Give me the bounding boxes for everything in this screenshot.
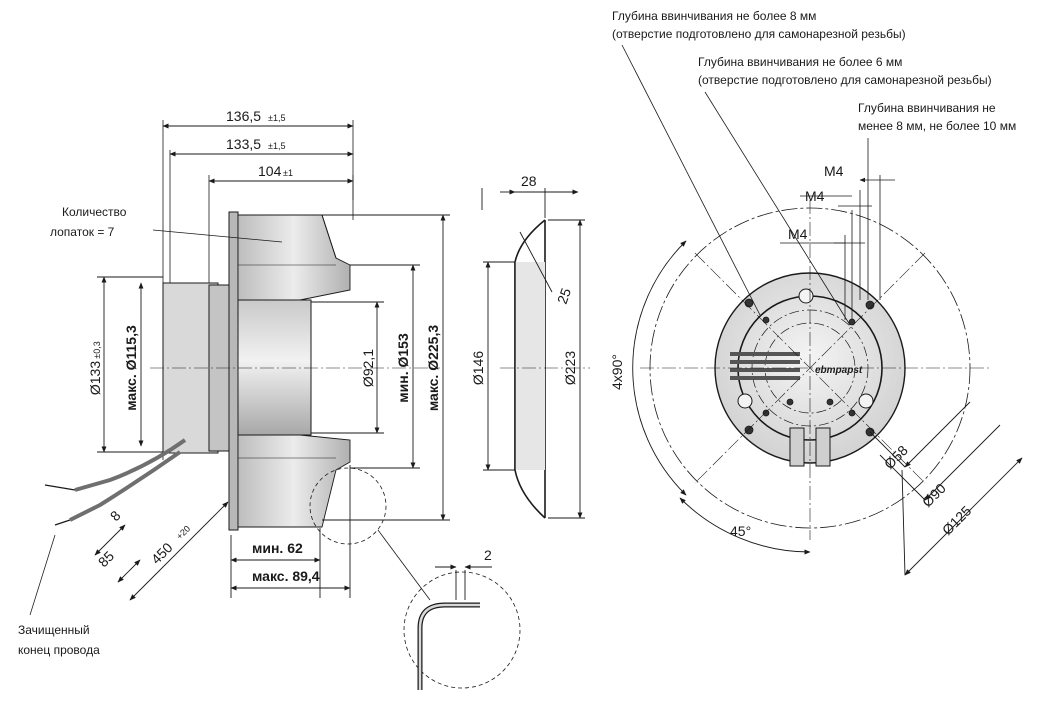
cable-dim-85: 85	[95, 548, 117, 570]
ring-dia-146: Ø146	[470, 351, 486, 385]
dia-125: Ø125	[939, 502, 975, 538]
dim-overall: 136,5	[226, 108, 261, 124]
cable-note-line2: конец провода	[18, 643, 100, 657]
note1-line1: Глубина ввинчивания не более 8 мм	[612, 9, 816, 23]
note1-line2: (отверстие подготовлено для самонарезной…	[612, 27, 906, 41]
front-view: Глубина ввинчивания не более 8 мм (отвер…	[609, 9, 1023, 576]
ring-dia-223: Ø223	[562, 351, 578, 385]
cable-dim-450-tol: +20	[174, 524, 192, 542]
cable-dim-8: 8	[107, 507, 124, 524]
ring-dim-28: 28	[521, 173, 537, 189]
cable	[44, 438, 187, 526]
dia-impeller-max: макс. Ø225,3	[425, 325, 441, 411]
thread-m4-3: M4	[788, 226, 808, 242]
note3-line1: Глубина ввинчивания не	[858, 101, 996, 115]
brand-logo: ebmpapst	[815, 365, 863, 376]
dia-90: Ø90	[919, 480, 949, 510]
thread-m4-2: M4	[805, 188, 825, 204]
dim-impeller: 104	[258, 163, 282, 179]
motor-rotor	[230, 299, 312, 436]
detail-dim-2: 2	[484, 547, 492, 563]
dim-rotor: 133,5	[226, 136, 261, 152]
dia-housing: Ø133	[87, 361, 103, 395]
cable-note-line1: Зачищенный	[18, 623, 90, 637]
side-view: 136,5 ±1,5 133,5 ±1,5 104 ±1	[18, 108, 521, 690]
dim-impeller-tol: ±1	[283, 168, 293, 178]
note2-line2: (отверстие подготовлено для самонарезной…	[698, 73, 992, 87]
dia-inlet-min: мин. Ø153	[395, 333, 411, 403]
dia-hub: Ø92,1	[360, 349, 376, 387]
detail-view-circle	[403, 571, 521, 689]
cable-dim-450: 450	[148, 539, 176, 567]
dia-flange: макс. Ø115,3	[123, 325, 139, 411]
ring-dim-25: 25	[554, 286, 574, 306]
dim-max89: макс. 89,4	[252, 568, 320, 584]
note2-line1: Глубина ввинчивания не более 6 мм	[698, 55, 902, 69]
inlet-ring-view: 28 25 Ø146 Ø223	[470, 173, 590, 519]
impeller-blade-bottom	[237, 434, 351, 528]
detail-callout-circle	[309, 467, 387, 545]
cooling-fins	[730, 352, 800, 380]
dia-58: Ø58	[881, 442, 911, 472]
thread-m4-1: M4	[824, 163, 844, 179]
impeller-blade-top	[237, 214, 351, 301]
impeller-backplate	[228, 211, 239, 531]
angle-45: 45°	[730, 523, 751, 539]
blade-note-line2: лопаток = 7	[50, 225, 115, 239]
blade-note-line1: Количество	[62, 205, 127, 219]
dim-overall-tol: ±1,5	[268, 113, 285, 123]
cable-glands	[789, 427, 831, 467]
note3-line2: менее 8 мм, не более 10 мм	[858, 119, 1016, 133]
dia-housing-tol: ±0,3	[92, 341, 102, 358]
dim-min62: мин. 62	[252, 540, 303, 556]
angle-4x90: 4x90°	[609, 354, 625, 390]
dim-rotor-tol: ±1,5	[268, 141, 285, 151]
